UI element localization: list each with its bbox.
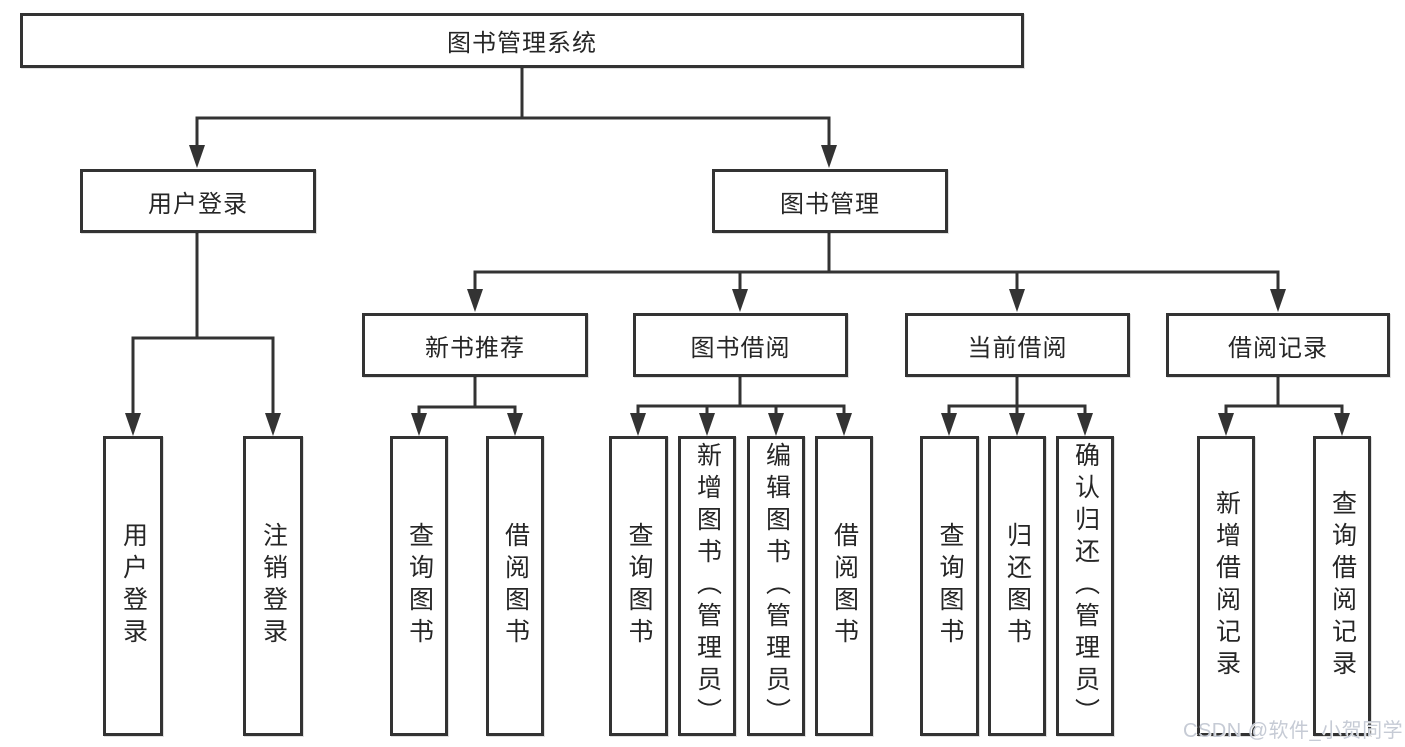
leaf-return-books-label: 归还图书 [1003, 522, 1032, 650]
leaf-add-borrow-record-label: 新增借阅记录 [1212, 490, 1241, 682]
connector-currentborrow-to-leaves [947, 377, 1087, 418]
node-borrow-records: 借阅记录 [1166, 313, 1390, 377]
leaf-query-books-borrow: 查询图书 [609, 436, 668, 736]
leaf-add-borrow-record: 新增借阅记录 [1197, 436, 1255, 736]
connector-paths [131, 68, 1344, 418]
connector-borrowrecord-to-leaves [1224, 377, 1344, 418]
leaf-query-borrow-record: 查询借阅记录 [1313, 436, 1371, 736]
node-library-system: 图书管理系统 [20, 13, 1024, 68]
node-library-system-label: 图书管理系统 [447, 30, 597, 57]
node-user-login-label: 用户登录 [148, 190, 248, 218]
csdn-watermark: CSDN @软件_小贺同学 [1183, 720, 1404, 742]
arrowhead [630, 413, 646, 436]
node-current-borrow: 当前借阅 [905, 313, 1130, 377]
node-new-book-recommend: 新书推荐 [362, 313, 588, 377]
arrowhead [1218, 413, 1234, 436]
arrowhead [1270, 289, 1286, 312]
leaf-user-login: 用户登录 [103, 436, 163, 736]
leaf-borrow-books: 借阅图书 [815, 436, 873, 736]
node-book-borrow-label: 图书借阅 [690, 334, 791, 362]
leaf-return-books: 归还图书 [988, 436, 1046, 736]
leaf-query-books-current-label: 查询图书 [936, 522, 964, 650]
arrowhead [1077, 413, 1093, 436]
leaf-confirm-return-admin-label: 确认归还（管理员） [1071, 442, 1100, 730]
arrowhead [699, 413, 715, 436]
leaf-query-books-recommend: 查询图书 [390, 436, 448, 736]
node-current-borrow-label: 当前借阅 [967, 334, 1068, 362]
leaf-add-book-admin: 新增图书（管理员） [678, 436, 736, 736]
leaf-edit-book-admin: 编辑图书（管理员） [747, 436, 805, 736]
leaf-borrow-books-recommend-label: 借阅图书 [501, 522, 530, 650]
arrowhead [1334, 413, 1350, 436]
leaf-borrow-books-label: 借阅图书 [830, 522, 859, 650]
leaf-user-login-label: 用户登录 [119, 522, 148, 650]
node-book-borrow: 图书借阅 [633, 313, 848, 377]
arrowhead [821, 145, 837, 168]
connector-bookborrow-to-leaves [636, 377, 846, 418]
leaf-edit-book-admin-label: 编辑图书（管理员） [762, 442, 791, 730]
node-user-login: 用户登录 [80, 169, 316, 233]
connector-userlogin-to-leaves [131, 233, 275, 417]
arrowhead [1009, 413, 1025, 436]
arrowhead [265, 413, 281, 436]
node-book-management: 图书管理 [712, 169, 948, 233]
connector-bookmgmt-to-level3 [473, 233, 1280, 293]
arrowhead [125, 413, 141, 436]
leaf-query-books-borrow-label: 查询图书 [625, 522, 653, 650]
arrowhead [768, 413, 784, 436]
arrowheads [125, 145, 1350, 436]
leaf-logout-label: 注销登录 [259, 522, 288, 650]
arrowhead [941, 413, 957, 436]
arrowhead [732, 289, 748, 312]
connector-newbook-to-leaves [417, 377, 517, 418]
leaf-borrow-books-recommend: 借阅图书 [486, 436, 544, 736]
node-new-book-recommend-label: 新书推荐 [425, 334, 525, 362]
node-book-management-label: 图书管理 [780, 190, 880, 218]
leaf-add-book-admin-label: 新增图书（管理员） [693, 442, 722, 730]
arrowhead [467, 289, 483, 312]
leaf-query-books-current: 查询图书 [920, 436, 979, 736]
leaf-query-books-recommend-label: 查询图书 [405, 522, 434, 650]
leaf-logout: 注销登录 [243, 436, 303, 736]
connector-root-to-level2 [195, 68, 831, 149]
arrowhead [507, 413, 523, 436]
leaf-query-borrow-record-label: 查询借阅记录 [1328, 490, 1357, 682]
arrowhead [1009, 289, 1025, 312]
arrowhead [189, 145, 205, 168]
arrowhead [836, 413, 852, 436]
arrowhead [411, 413, 427, 436]
leaf-confirm-return-admin: 确认归还（管理员） [1056, 436, 1114, 736]
node-borrow-records-label: 借阅记录 [1228, 334, 1328, 362]
